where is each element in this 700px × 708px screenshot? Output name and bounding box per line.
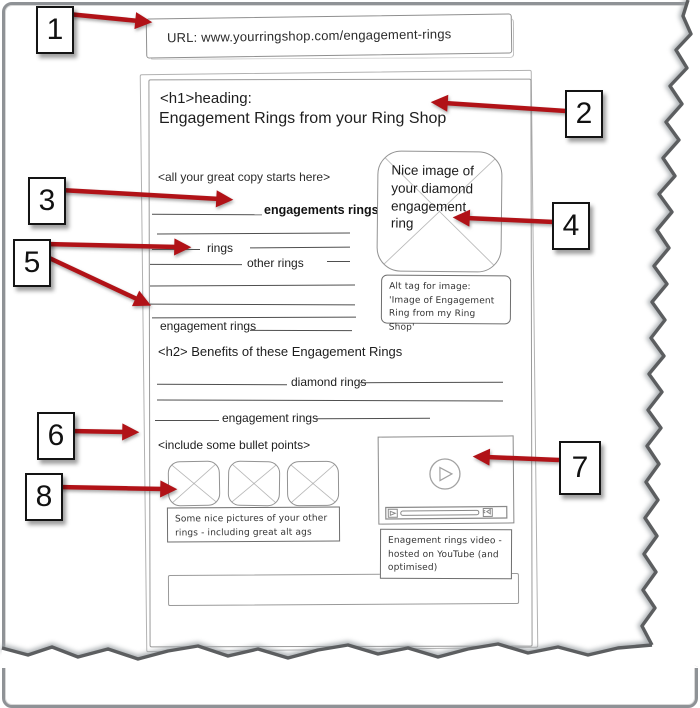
arrow-6-bullets [69,423,140,441]
arrow-7-video [472,448,560,466]
callout-label-6: 6 [37,412,75,460]
speaker-icon [483,508,491,515]
progress-bar [400,509,480,516]
callout-label-1: 1 [36,6,74,54]
play-icon [439,466,454,482]
arrow-5a-keywords [44,238,192,256]
annotated-wireframe-screenshot: { "callouts": ["1", "2", "3", "4", "5", … [0,0,700,668]
callout-label-5: 5 [13,239,51,287]
keyword-other-rings: other rings [247,256,304,270]
h2-heading-text: <h2> Benefits of these Engagement Rings [158,344,403,359]
arrow-3-copy [59,187,234,208]
video-control-bar [385,505,508,520]
video-player-placeholder [377,435,515,525]
play-control-box [387,508,398,518]
small-play-icon [389,510,397,517]
keyword-engagement-rings: engagement rings [160,319,257,333]
h1-tag-label: <h1>heading: [160,90,252,107]
callout-label-2: 2 [565,90,603,138]
arrow-1-url [67,11,153,30]
keyword-rings: rings [207,241,234,255]
copy-line [155,420,219,421]
keyword-engagements-rings-bold: engagements rings [264,203,379,217]
callout-arrows [44,11,567,498]
bullet-points-hint: <include some bullet points> [158,438,311,452]
callout-label-4: 4 [552,202,590,250]
keyword-engagement-rings-2: engagement rings [222,411,319,425]
arrow-8-thumbnails [56,480,178,498]
video-player-sketch [385,458,508,520]
h1-heading-text: Engagement Rings from your Ring Shop [159,110,447,127]
copy-start-hint: <all your great copy starts here> [158,170,331,184]
play-button-circle [429,458,461,490]
arrow-5b-keywords [44,253,152,307]
copy-line [327,261,350,262]
callout-label-8: 8 [25,473,63,521]
arrow-2-h1 [430,94,567,114]
arrow-4-image [452,209,555,227]
callout-label-3: 3 [28,177,66,225]
callout-label-7: 7 [559,441,601,495]
keyword-diamond-rings: diamond rings [291,375,367,389]
